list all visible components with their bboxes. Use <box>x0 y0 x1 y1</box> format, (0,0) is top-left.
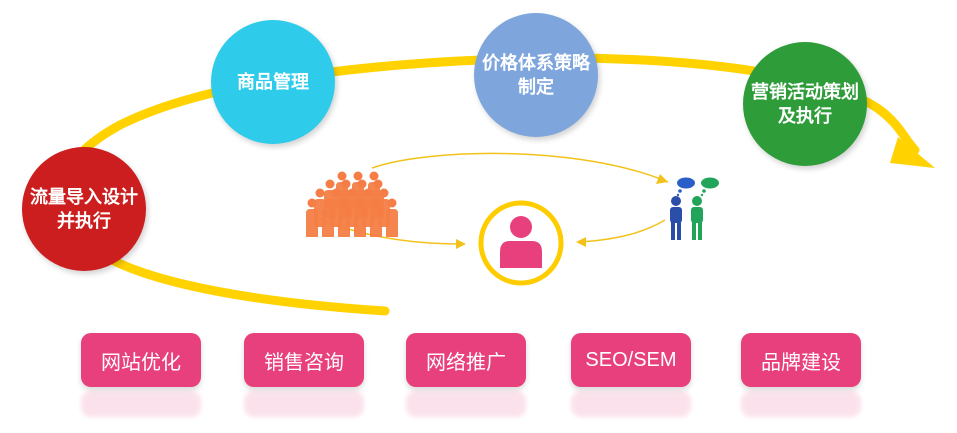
crowd-person-head <box>347 188 357 198</box>
crowd-person-body <box>386 209 398 237</box>
crowd-person-head <box>357 179 367 189</box>
service-label: SEO/SEM <box>585 348 677 371</box>
customer-icon <box>478 200 564 286</box>
crowd-person-body <box>322 209 334 237</box>
service-sales-consulting: 销售咨询 <box>244 333 364 387</box>
crowd-person-body <box>338 209 350 237</box>
crowd-person-body <box>354 209 366 237</box>
speech-bubble-icon <box>676 177 719 197</box>
service-reflection <box>406 391 526 417</box>
service-reflection <box>741 391 861 417</box>
crowd-arrowhead <box>456 239 466 249</box>
crowd-person-head <box>337 171 347 181</box>
crowd-person-head <box>363 188 373 198</box>
service-website-optimization: 网站优化 <box>81 333 201 387</box>
crowd-person-head <box>307 198 317 208</box>
crowd-person-head <box>371 198 381 208</box>
crowd-person-head <box>323 198 333 208</box>
thin-arc <box>371 152 669 183</box>
service-reflection <box>81 391 201 417</box>
crowd-person-head <box>379 188 389 198</box>
node-pricing-line-1: 价格体系策略 <box>482 52 590 73</box>
service-label: 销售咨询 <box>264 351 344 374</box>
crowd-person-body <box>306 209 318 237</box>
crowd-person-head <box>325 179 335 189</box>
crowd-person-head <box>341 179 351 189</box>
node-product: 商品管理 <box>211 20 335 144</box>
service-online-promotion: 网络推广 <box>406 333 526 387</box>
node-traffic-line-1: 流量导入设计 <box>30 186 138 207</box>
service-label: 网络推广 <box>426 351 506 374</box>
crowd-person-head <box>331 188 341 198</box>
node-marketing-line-1: 营销活动策划 <box>751 81 859 102</box>
node-pricing: 价格体系策略 制定 <box>474 13 598 137</box>
service-brand-building: 品牌建设 <box>741 333 861 387</box>
service-reflection <box>571 391 691 417</box>
orbit-arrow-head <box>890 137 935 168</box>
crowd-person-head <box>353 171 363 181</box>
consulting-people-icon <box>670 196 703 240</box>
node-traffic: 流量导入设计 并执行 <box>22 147 146 271</box>
crowd-person-head <box>339 198 349 208</box>
crowd-person-head <box>315 188 325 198</box>
service-label: 网站优化 <box>101 351 181 374</box>
crowd-person-head <box>369 171 379 181</box>
consultants-to-customer-arrow <box>579 219 666 243</box>
node-product-line-1: 商品管理 <box>237 71 309 92</box>
service-seo-sem: SEO/SEM <box>571 333 691 387</box>
crowd-person-body <box>370 209 382 237</box>
node-marketing: 营销活动策划 及执行 <box>743 42 867 166</box>
crowd-icon <box>306 171 398 237</box>
node-pricing-line-2: 制定 <box>518 77 554 97</box>
node-traffic-line-2: 并执行 <box>57 211 111 231</box>
crowd-person-head <box>387 198 397 208</box>
service-label: 品牌建设 <box>761 351 841 374</box>
service-reflection <box>244 391 364 417</box>
thin-arc-arrowhead <box>656 174 668 184</box>
crowd-person-head <box>373 179 383 189</box>
crowd-person-head <box>355 198 365 208</box>
consultants-arrowhead <box>576 237 586 247</box>
node-marketing-line-2: 及执行 <box>778 106 832 126</box>
